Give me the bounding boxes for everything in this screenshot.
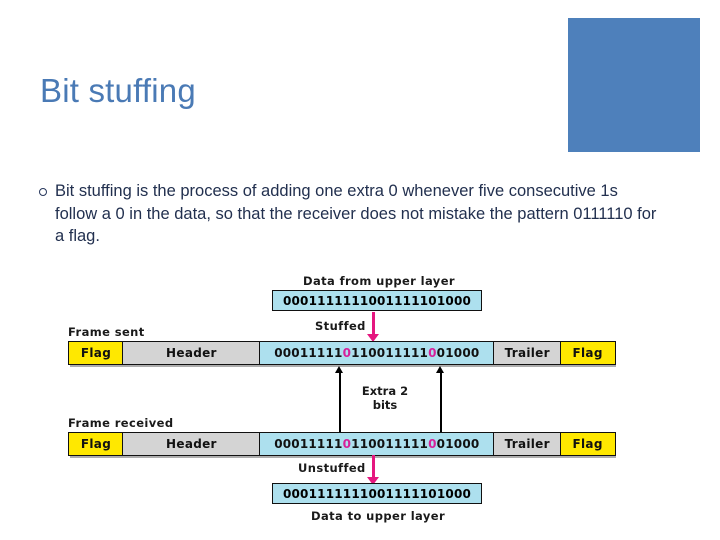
frame-received-data: 000111110110011111001000 — [258, 432, 495, 456]
frame-sent-data: 000111110110011111001000 — [258, 341, 495, 365]
frame-received-row: Flag Header 000111110110011111001000 Tra… — [68, 432, 616, 456]
extra-2-bits-line1: Extra 2 — [361, 384, 409, 398]
accent-square — [568, 18, 700, 152]
data-from-upper-layer-caption: Data from upper layer — [303, 274, 455, 288]
extra-bit-arrow-left-icon — [335, 366, 344, 442]
frame-received-bits: 000111110110011111001000 — [274, 437, 480, 451]
frame-sent-row: Flag Header 000111110110011111001000 Tra… — [68, 341, 616, 365]
frame-sent-flag-left: Flag — [68, 341, 124, 365]
frame-sent-trailer: Trailer — [493, 341, 562, 365]
bottom-data-bits-box: 0001111111001111101000 — [272, 483, 482, 504]
page-title: Bit stuffing — [40, 72, 196, 109]
bullet-text: Bit stuffing is the process of adding on… — [55, 182, 657, 245]
hollow-circle-bullet-icon — [39, 181, 55, 202]
data-to-upper-layer-caption: Data to upper layer — [311, 509, 446, 523]
frame-sent-label: Frame sent — [68, 325, 145, 339]
extra-2-bits-line2: bits — [372, 398, 398, 412]
frame-received-header: Header — [122, 432, 261, 456]
top-data-bits-box: 0001111111001111101000 — [272, 290, 482, 311]
frame-received-flag-left: Flag — [68, 432, 124, 456]
frame-received-label: Frame received — [68, 416, 174, 430]
extra-2-bits-label: Extra 2 bits — [350, 384, 420, 412]
stuffed-pink-arrow-icon — [367, 312, 380, 342]
top-data-bits: 0001111111001111101000 — [282, 293, 472, 308]
bullet-list-item: Bit stuffing is the process of adding on… — [39, 180, 664, 248]
bit-stuffing-diagram: Data from upper layer 000111111100111110… — [0, 262, 720, 540]
frame-sent-bits: 000111110110011111001000 — [274, 346, 480, 360]
unstuffed-label: Unstuffed — [298, 461, 366, 475]
frame-received-trailer: Trailer — [493, 432, 562, 456]
extra-bit-arrow-right-icon — [436, 366, 445, 442]
bottom-data-bits: 0001111111001111101000 — [282, 486, 472, 501]
frame-sent-flag-right: Flag — [559, 341, 616, 365]
frame-received-flag-right: Flag — [559, 432, 616, 456]
stuffed-label: Stuffed — [315, 319, 366, 333]
unstuffed-pink-arrow-icon — [367, 455, 380, 485]
frame-sent-header: Header — [122, 341, 261, 365]
